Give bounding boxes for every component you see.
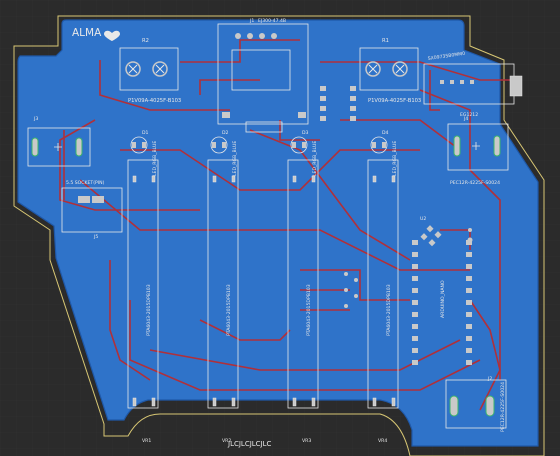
label-vr1: VR1 [142,438,151,444]
label-d4: D4 [382,130,389,136]
label-r2-part: P1V09A-4025F-B103 [128,98,181,104]
r2-footprint[interactable] [119,47,179,91]
logo-text: ALMA [72,27,102,39]
led-footprints[interactable] [130,136,388,154]
label-d3: D3 [302,130,309,136]
label-r1-part: P1V09A-4025F-B103 [368,98,421,104]
label-pot3: PTA6043-2015DPB103 [306,284,312,336]
j2-encoder[interactable] [445,379,507,429]
label-pot4: PTA6043-2015DPB103 [386,284,392,336]
label-r1: R1 [382,38,389,44]
arduino-nano-footprint[interactable] [410,225,474,372]
label-sw: EG1212 [460,112,478,118]
label-j1-part: EJ300-47.4B [258,18,286,24]
label-arduino: ARDUINO_NANO [440,280,446,318]
label-j3: J3 [33,116,38,122]
heart-icon [104,30,120,41]
label-pot1: PTA6043-2015DPB103 [146,284,152,336]
label-vr4: VR4 [378,438,387,444]
label-vr2: VR2 [222,438,231,444]
label-j2-part: PEC12R-4225F-S0024 [500,382,506,432]
resistor-array[interactable] [245,86,356,133]
label-j1: J1 [249,18,254,24]
r1-footprint[interactable] [359,47,419,91]
label-u2: U2 [420,216,426,222]
label-d1: D1 [142,130,149,136]
logo-group: ALMA [72,27,120,41]
j4-encoder[interactable] [447,123,509,171]
j5-power-socket[interactable] [61,187,123,233]
label-j5: J5 [93,234,98,240]
label-led1: LED_RGB_BLUE [152,141,158,176]
label-vr3: VR3 [302,438,311,444]
label-j4-part: PEC12R-4225F-S0024 [450,180,500,186]
j1-connector[interactable] [217,23,309,125]
vias [344,228,473,308]
label-sw-part: SX0973SB0MM0 [427,51,465,62]
switch-footprint[interactable] [423,63,523,105]
label-led4: LED_RGB_BLUE [392,141,398,176]
board-outline[interactable] [13,15,545,456]
j3-encoder[interactable] [27,127,91,167]
label-j2: J2 [487,376,492,382]
board-bottom-text: JLCJLCJLCJLC [227,440,272,448]
trace-layer[interactable] [59,39,520,411]
label-d2: D2 [222,130,229,136]
label-j5-part: 5.5 SOCKET(PIN) [66,180,105,186]
label-r2: R2 [142,38,149,44]
led-pads [132,142,386,148]
potentiometer-footprints[interactable] [127,159,399,409]
pot-pads[interactable] [132,175,396,407]
label-j4: J4 [463,116,468,122]
label-led3: LED_RGB_BLUE [312,141,318,176]
label-led2: LED_RGB_BLUE [232,141,238,176]
label-pot2: PTA6043-2015DPB103 [226,284,232,336]
